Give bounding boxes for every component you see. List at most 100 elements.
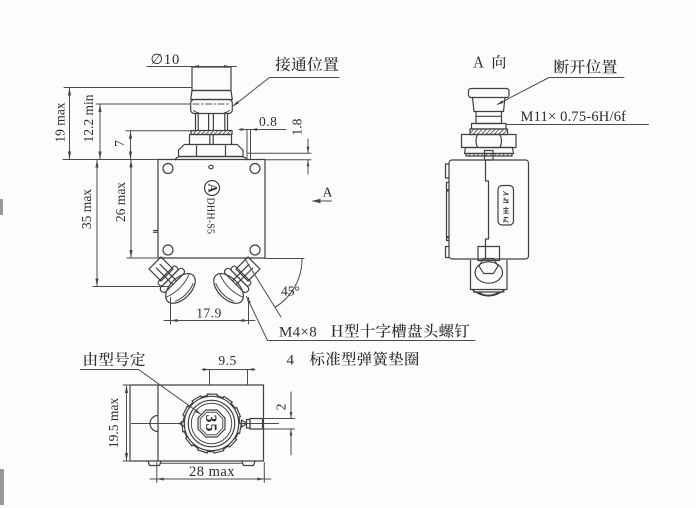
brand-logo-circle xyxy=(203,179,221,197)
side-left-tabs xyxy=(444,163,450,259)
rating-window-inner xyxy=(199,411,224,436)
side-body xyxy=(444,159,530,260)
dim-19-5-max: 19.5 max xyxy=(106,384,134,462)
body-outline xyxy=(157,158,266,259)
dimension-line xyxy=(497,77,625,105)
dim-28-max-value: 28 max xyxy=(189,464,235,480)
side-view: A 向 断开位置 M11× 0.75-6H/6f xyxy=(444,54,649,297)
brand-logo-letter: A xyxy=(205,183,219,192)
model-marking: DHH-S5 xyxy=(205,198,216,235)
side-strip xyxy=(445,181,450,242)
label-off-position-glyphs xyxy=(554,59,617,74)
part-outline xyxy=(165,273,196,304)
arrowhead xyxy=(496,100,504,105)
rating-window-outer xyxy=(197,409,226,438)
dim-diameter-value: ∅10 xyxy=(151,52,181,68)
collar-block xyxy=(188,133,233,146)
arrowhead xyxy=(67,87,72,160)
part-outline xyxy=(213,273,244,304)
arrowhead xyxy=(194,409,201,415)
dim-9-5-value: 9.5 xyxy=(218,353,236,368)
part-outline xyxy=(223,267,250,294)
corner-screw-hole xyxy=(162,162,174,175)
dimension-line xyxy=(165,273,194,302)
side-terminal-tab xyxy=(477,245,501,262)
push-button xyxy=(174,66,248,161)
bezel-ring-3 xyxy=(190,402,233,445)
scan-artifacts xyxy=(0,199,4,505)
front-view: A DHH-S5 19 max 12.2 min 7 35 max 26 max… xyxy=(53,52,476,369)
side-washer xyxy=(470,122,507,130)
label-by-model: 由型号定 xyxy=(83,351,145,369)
side-lock-washer xyxy=(469,128,509,136)
dim-12-2-min: 12.2 min xyxy=(81,94,96,142)
view-direction-marker: A xyxy=(311,185,333,204)
button-cap xyxy=(191,66,232,92)
part-outline xyxy=(148,256,174,282)
side-terminal xyxy=(469,245,508,297)
dimension-line xyxy=(262,391,295,456)
bushing xyxy=(194,112,229,132)
side-bracket xyxy=(469,259,508,291)
side-view-title-glyphs xyxy=(473,54,506,69)
dim-1-8-value: 1.8 xyxy=(290,118,305,135)
dim-17-9: 17.9 xyxy=(163,297,256,325)
part-outline xyxy=(157,265,179,287)
label-off-position: 断开位置 xyxy=(554,59,617,77)
side-screw-washer xyxy=(474,261,504,284)
dim-28-max: 28 max xyxy=(149,462,272,483)
bottom-view: 35 9.5 2 19.5 max 28 max 由型号定 xyxy=(80,351,295,483)
bottom-feet xyxy=(147,460,256,467)
dimension-line xyxy=(215,273,244,302)
part-outline xyxy=(249,417,264,430)
dimension-line xyxy=(62,87,196,287)
side-dish-washer xyxy=(471,288,506,297)
view-direction-letter: A xyxy=(323,185,333,200)
dimension-line xyxy=(247,138,312,175)
dim-19-max: 19 max xyxy=(53,102,68,142)
label-by-model-glyphs xyxy=(84,351,145,367)
side-skirt-washer xyxy=(465,152,513,157)
terminal-right xyxy=(213,256,261,304)
side-view-title: A 向 xyxy=(473,55,502,72)
bezel-ring-2 xyxy=(187,399,236,448)
note-washer-desc: 标准型弹簧垫圈 xyxy=(310,351,418,369)
button-on-position-band xyxy=(190,98,233,115)
dim-0-8-value: 0.8 xyxy=(259,114,277,129)
note-screw-desc-glyphs xyxy=(331,323,470,338)
terminal-left xyxy=(148,256,196,304)
breaker-body: A DHH-S5 xyxy=(152,158,266,259)
dimension-line xyxy=(122,384,134,462)
side-label-plate xyxy=(497,184,515,226)
callout-on-position: 接通位置 xyxy=(232,56,340,107)
callout-thread-spec: M11× 0.75-6H/6f xyxy=(505,109,649,125)
note-screw-desc: H型十字槽盘头螺钉 xyxy=(331,322,465,341)
note-screw-spec: M4×8 xyxy=(279,325,317,341)
side-neck xyxy=(475,110,503,125)
dim-35-max: 35 max xyxy=(79,189,94,229)
dim-thread-spec: M11× 0.75-6H/6f xyxy=(521,109,627,125)
bottom-bezel: 35 xyxy=(178,393,248,454)
dim-19-5-max-value: 19.5 max xyxy=(106,398,121,448)
bezel-knurl xyxy=(181,393,242,454)
side-hex-nut xyxy=(460,133,517,149)
flange-skirt xyxy=(174,155,248,161)
button-shoulder xyxy=(190,89,233,101)
rivet-dot xyxy=(208,164,214,170)
dimension-line xyxy=(80,369,201,415)
label-on-position: 接通位置 xyxy=(275,56,338,74)
dimension-line xyxy=(274,258,303,308)
dimension-line xyxy=(238,129,287,160)
band-inner-arcs xyxy=(193,110,230,114)
arrowhead xyxy=(124,385,129,461)
dim-0-8: 0.8 xyxy=(238,114,287,160)
rating-marking: 35 xyxy=(202,415,219,433)
front-dimensions-left: 19 max 12.2 min 7 35 max 26 max xyxy=(53,87,196,287)
bottom-pin xyxy=(245,417,264,430)
note-washer-qty: 4 xyxy=(287,353,295,369)
mounting-nut xyxy=(177,143,244,158)
dim-7: 7 xyxy=(112,140,127,147)
corner-screw-hole xyxy=(249,244,261,256)
dim-2: 2 xyxy=(262,391,295,456)
